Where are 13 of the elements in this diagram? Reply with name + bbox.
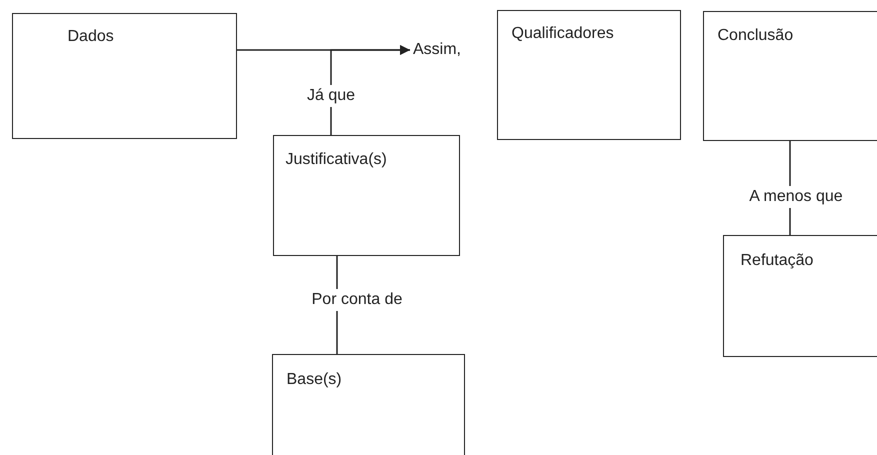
target-text: Assim, [413, 38, 477, 62]
text-box [272, 354, 465, 455]
text-box [497, 10, 681, 140]
text-box [12, 13, 237, 139]
box-label: Dados [68, 26, 114, 46]
box-label: Base(s) [286, 370, 342, 390]
text-box [703, 11, 877, 141]
box-label: Justificativa(s) [286, 150, 387, 170]
text-box [723, 235, 877, 357]
box-label: Conclusão [718, 26, 794, 46]
text-box [273, 135, 460, 256]
box-label: Refutação [740, 250, 814, 270]
box-label: Qualificadores [512, 24, 614, 44]
